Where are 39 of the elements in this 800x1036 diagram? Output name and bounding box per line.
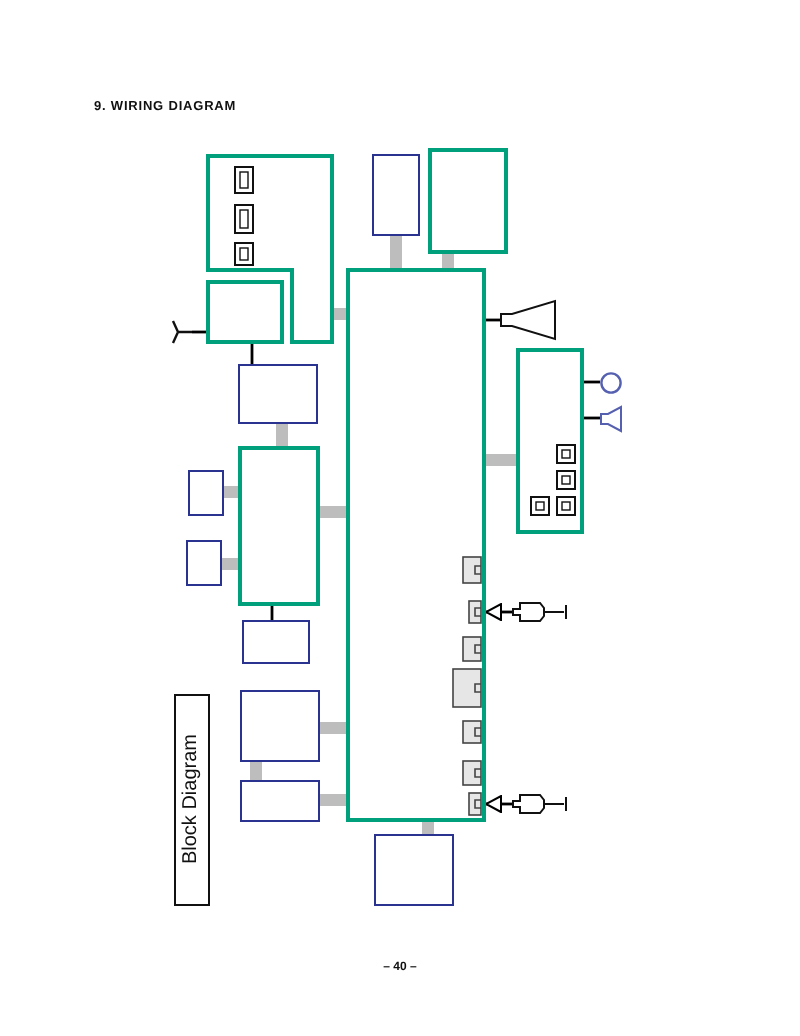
buzzer-icon [600, 372, 622, 394]
arrow [485, 603, 512, 621]
circuit-board [428, 148, 508, 254]
cable [250, 762, 262, 780]
module-box [374, 834, 454, 906]
circuit-board [206, 154, 334, 344]
cable [320, 722, 346, 734]
cable [222, 558, 238, 570]
circuit-board [238, 446, 320, 606]
wire [270, 606, 274, 620]
module-box [242, 620, 310, 664]
plug-icon [512, 602, 568, 622]
wire [192, 330, 206, 334]
arrow [485, 795, 512, 813]
cable [224, 486, 238, 498]
module-box [372, 154, 420, 236]
module-box [188, 470, 224, 516]
module-box [186, 540, 222, 586]
cable [422, 822, 434, 834]
cable [334, 308, 346, 320]
speaker-icon [600, 406, 622, 432]
wire [250, 344, 254, 364]
module-box [240, 780, 320, 822]
antenna-icon [172, 320, 192, 344]
cable [442, 254, 454, 268]
cable [390, 236, 402, 268]
circuit-board [206, 280, 284, 344]
box-title: Block Diagram [180, 734, 204, 866]
cable [320, 794, 346, 806]
title-box [174, 694, 210, 906]
cable [276, 424, 288, 446]
module-box [240, 690, 320, 762]
horn-speaker-icon [500, 300, 556, 340]
cable [486, 454, 516, 466]
circuit-board [516, 348, 584, 534]
circuit-board [346, 268, 486, 822]
cable [320, 506, 346, 518]
plug-icon [512, 794, 568, 814]
module-box [238, 364, 318, 424]
